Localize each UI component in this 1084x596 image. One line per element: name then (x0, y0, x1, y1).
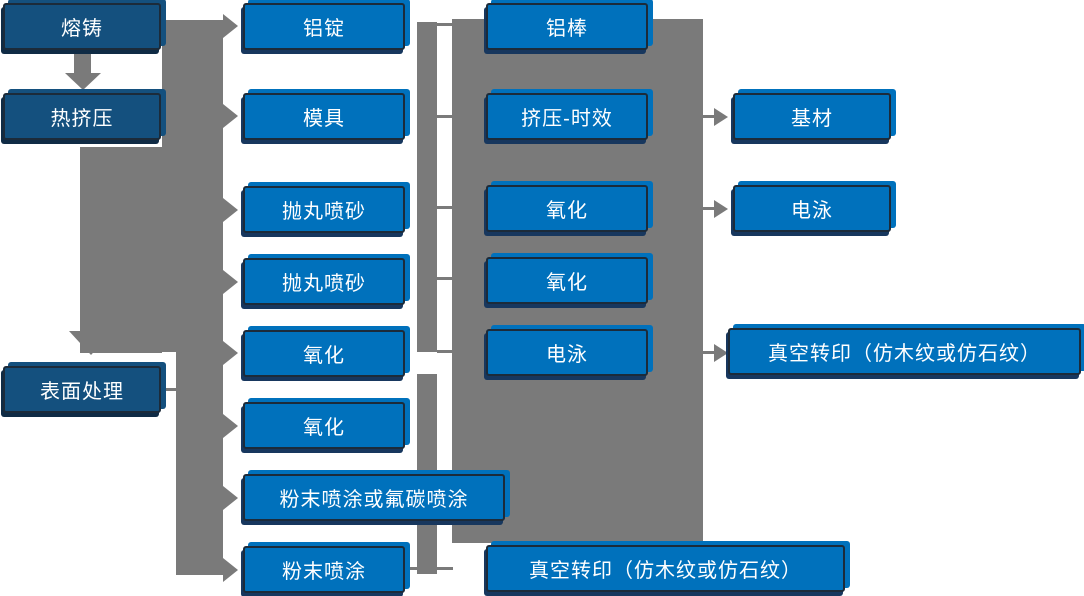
node-oxidation-col3-1: 氧化 (486, 185, 648, 232)
stub-base-material (703, 115, 714, 118)
connector-band-col1-col2-lower (176, 352, 223, 575)
arrow-to-powder-coating (223, 558, 238, 582)
stub-electrophoresis-col4 (703, 207, 714, 210)
arrow-to-powder-or-fluorocarbon (223, 486, 238, 510)
node-powder-coating: 粉末喷涂 (243, 546, 405, 593)
node-hot-extrusion: 热挤压 (3, 93, 161, 140)
node-surface-treatment: 表面处理 (3, 366, 161, 413)
node-shot-blast-1: 抛丸喷砂 (243, 186, 405, 233)
node-extrusion-aging: 挤压-时效 (486, 93, 648, 140)
node-oxidation-col2-1: 氧化 (243, 330, 405, 377)
node-vacuum-transfer-right: 真空转印（仿木纹或仿石纹） (728, 328, 1081, 375)
connector-band-col1-left (80, 147, 162, 353)
stub-powder-coating-left (405, 567, 417, 570)
stub-extrusion-aging (437, 115, 453, 118)
arrow-to-shot-blast-1 (223, 198, 238, 222)
node-al-rod: 铝棒 (486, 3, 648, 50)
node-melt-cast: 熔铸 (3, 3, 161, 50)
node-electrophoresis-col4: 电泳 (733, 185, 891, 232)
node-vacuum-transfer-bottom: 真空转印（仿木纹或仿石纹） (486, 545, 845, 592)
arrow-down-head-melt-to-extrusion (65, 73, 101, 90)
arrow-to-mold (223, 104, 238, 128)
arrow-down-shaft-melt-to-extrusion (74, 50, 91, 74)
stub-oxidation-col3-2 (437, 277, 453, 280)
node-base-material: 基材 (733, 93, 891, 140)
arrow-to-shot-blast-2 (223, 270, 238, 294)
arrow-to-al-ingot (223, 14, 238, 38)
arrow-to-electrophoresis-col4 (714, 200, 728, 218)
node-powder-or-fluorocarbon: 粉末喷涂或氟碳喷涂 (243, 474, 505, 521)
node-oxidation-col3-2: 氧化 (486, 257, 648, 304)
node-mold: 模具 (243, 93, 405, 140)
stub-al-rod (437, 23, 453, 26)
arrow-to-vacuum-transfer-right (714, 344, 728, 362)
connector-band-col1-col2-upper (162, 20, 223, 352)
stub-vacuum-transfer-right (703, 351, 714, 354)
stub-oxidation-col3-1 (437, 206, 453, 209)
node-electrophoresis-col3: 电泳 (486, 329, 648, 376)
node-oxidation-col2-2: 氧化 (243, 402, 405, 449)
connector-bar-mid-upper (417, 22, 437, 352)
arrow-to-oxidation-col2-2 (223, 414, 238, 438)
arrow-down-head-to-surface-treatment (69, 331, 113, 355)
arrow-to-oxidation-col2-1 (223, 341, 238, 365)
arrow-to-base-material (714, 108, 728, 126)
node-shot-blast-2: 抛丸喷砂 (243, 258, 405, 305)
connector-line-surface-treatment (161, 388, 177, 391)
stub-electrophoresis-col3 (437, 350, 453, 353)
node-al-ingot: 铝锭 (243, 3, 405, 50)
stub-vacuum-transfer-right-side (437, 567, 453, 570)
